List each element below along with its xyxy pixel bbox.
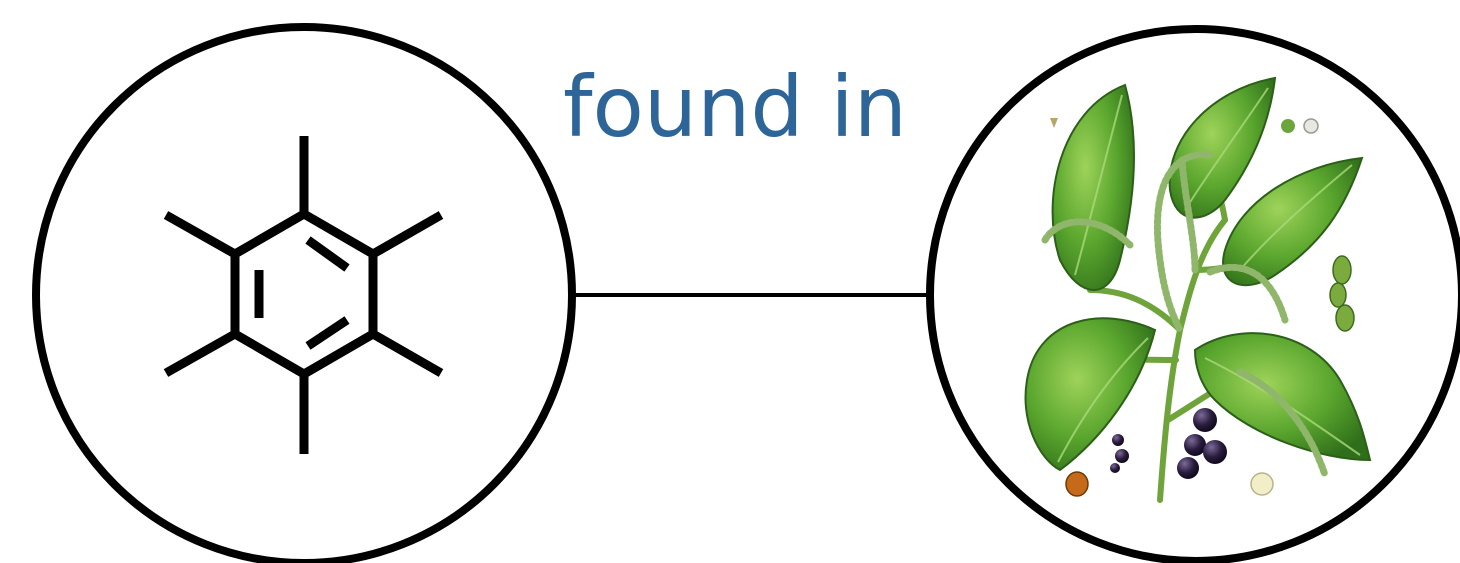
leaf: [1222, 156, 1364, 287]
organism-node-outline: [926, 25, 1460, 563]
leaf: [1051, 83, 1136, 291]
compound-node-circle: [32, 23, 576, 563]
relation-label: found in: [562, 58, 908, 156]
leaf: [1024, 317, 1157, 472]
hexamethylbenzene-structure-icon: [163, 136, 444, 454]
compound-node: [32, 23, 576, 563]
piper-plant-illustration-icon: [1024, 76, 1372, 503]
organism-node: [926, 25, 1460, 563]
leaf: [1193, 332, 1372, 462]
